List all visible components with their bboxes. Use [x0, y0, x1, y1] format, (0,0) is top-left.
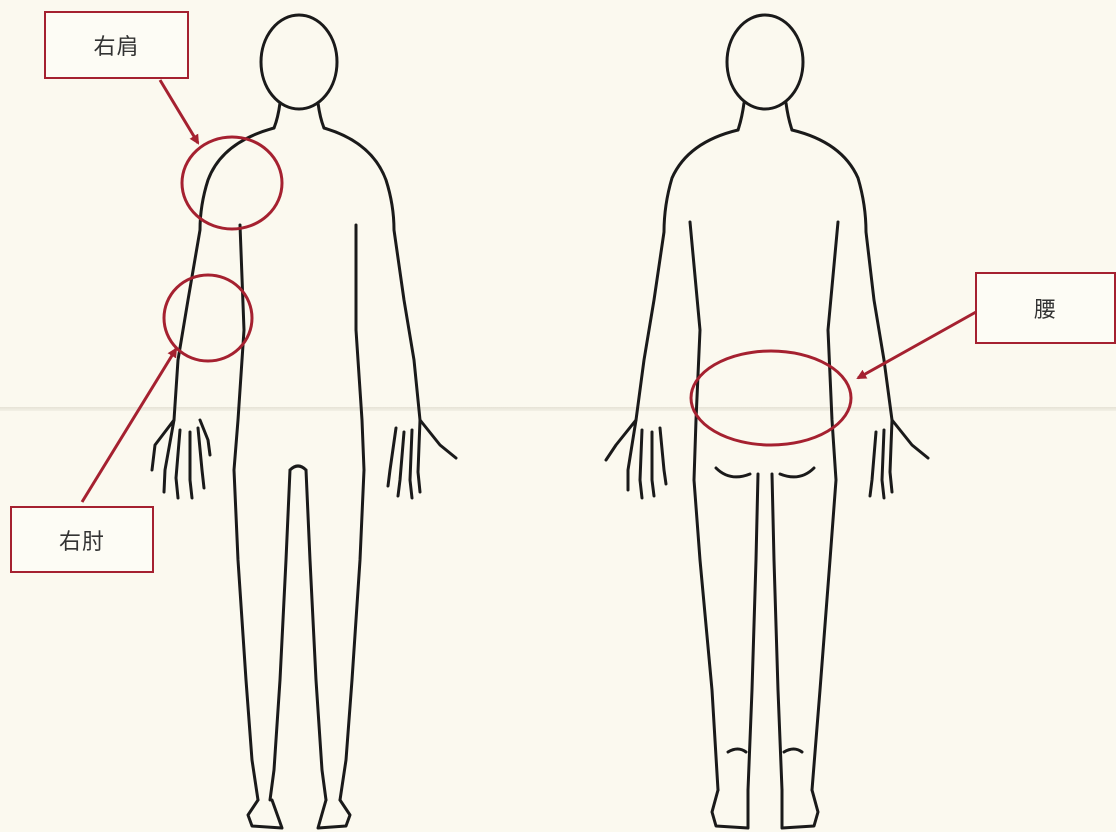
back-gluteal-lines [716, 468, 814, 477]
right-elbow-label: 右肘 [10, 506, 154, 573]
back-torso-outline [636, 130, 892, 420]
highlight-marks [164, 137, 851, 445]
back-right-hand [870, 420, 928, 498]
back-left-hand [606, 420, 666, 498]
pointer-arrows [82, 80, 976, 502]
right-shoulder-circle [182, 137, 282, 229]
back-body-figure [606, 15, 928, 828]
back-leg-inner [748, 474, 782, 790]
lower-back-label: 腰 [975, 272, 1116, 344]
right-elbow-circle [164, 275, 252, 361]
lower-back-arrow [858, 312, 976, 378]
front-right-hand [152, 420, 210, 498]
lower-back-circle [691, 351, 851, 445]
front-left-hand [388, 420, 456, 498]
back-inner-arm-lines [690, 222, 838, 790]
right-shoulder-label: 右肩 [44, 11, 189, 79]
front-head [261, 15, 337, 109]
right-elbow-arrow [82, 349, 176, 502]
back-neck [738, 103, 792, 130]
back-feet [712, 749, 818, 828]
front-neck [274, 103, 324, 128]
front-inner-arm-lines [234, 225, 364, 800]
front-feet [248, 800, 350, 828]
front-body-figure [152, 15, 456, 828]
front-leg-inner [270, 466, 326, 800]
right-shoulder-arrow [160, 80, 198, 143]
back-head [727, 15, 803, 109]
